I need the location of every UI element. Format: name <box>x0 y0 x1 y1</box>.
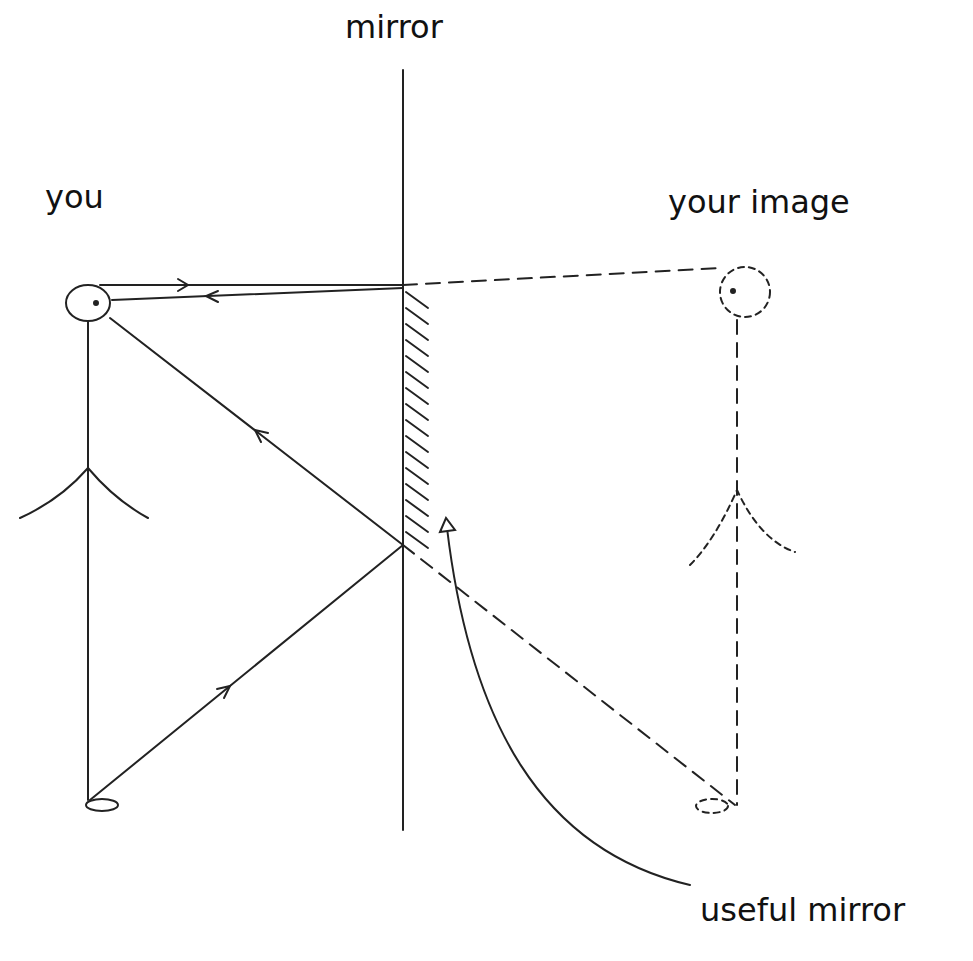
image-foot <box>696 799 728 813</box>
body <box>87 321 89 800</box>
hatch-stroke <box>406 356 428 372</box>
eye <box>94 301 98 305</box>
mirror-label: mirror <box>345 10 443 45</box>
image-label: your image <box>668 185 850 220</box>
hatch-stroke <box>406 404 428 420</box>
hatch-stroke <box>406 532 428 548</box>
hatch-stroke <box>406 484 428 500</box>
arrowhead <box>178 279 188 291</box>
hatch-stroke <box>406 340 428 356</box>
image-eye <box>731 289 735 293</box>
image-head <box>720 267 770 317</box>
hatch-stroke <box>406 436 428 452</box>
hatch-stroke <box>406 516 428 532</box>
arrowhead <box>255 430 268 442</box>
hatch-stroke <box>406 372 428 388</box>
head <box>66 285 110 321</box>
virtual-ray <box>403 268 720 285</box>
hatch-stroke <box>406 388 428 404</box>
ray <box>100 284 403 286</box>
leader-line <box>447 528 690 885</box>
ray <box>110 318 403 545</box>
hatch-stroke <box>406 308 428 324</box>
leader-arrowhead <box>440 518 455 532</box>
ray <box>90 545 403 800</box>
mirror-hatching <box>406 292 428 548</box>
arrowhead <box>206 291 218 302</box>
hatch-stroke <box>406 452 428 468</box>
hatch-stroke <box>406 324 428 340</box>
ray <box>112 288 403 300</box>
mirror-line <box>402 70 404 830</box>
arrowhead <box>217 686 230 698</box>
image-body <box>736 320 738 805</box>
hatch-stroke <box>406 500 428 516</box>
hatch-stroke <box>406 468 428 484</box>
hatch-stroke <box>406 292 428 308</box>
callout-label: useful mirror <box>700 893 905 928</box>
virtual-ray <box>403 545 735 805</box>
foot <box>86 799 118 811</box>
hatch-stroke <box>406 420 428 436</box>
you-label: you <box>45 180 104 215</box>
arms <box>20 468 148 518</box>
image-arms <box>690 490 795 565</box>
